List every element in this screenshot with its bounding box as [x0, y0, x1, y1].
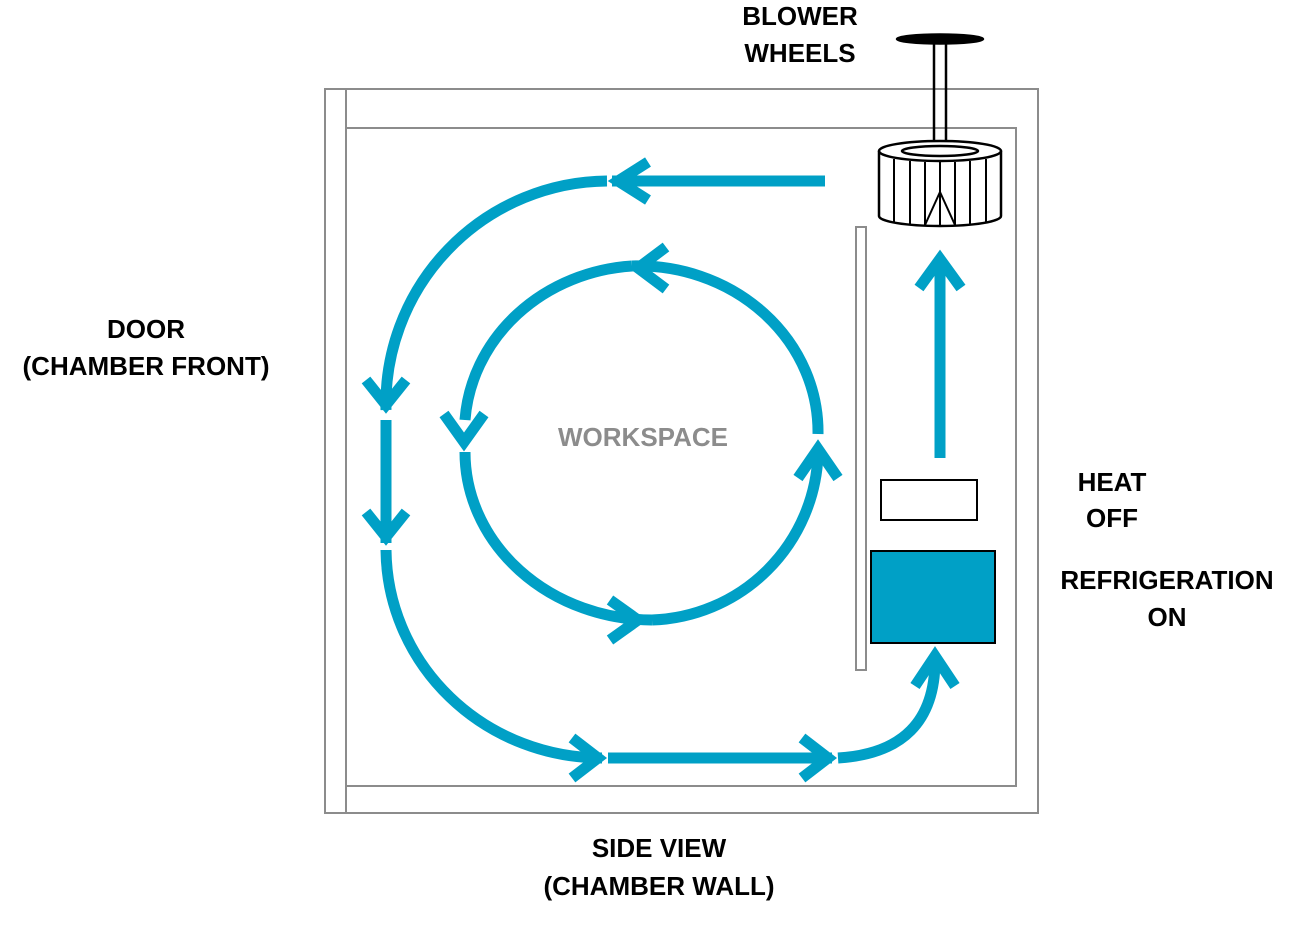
airflow-front-arc — [380, 175, 608, 411]
airflow-front-chevron-1 — [361, 376, 411, 414]
airflow-paths — [361, 157, 966, 783]
baffle-plate — [855, 226, 867, 671]
airflow-inner-right-arc — [651, 454, 824, 626]
airflow-return-arc — [837, 659, 941, 764]
workspace-label: WORKSPACE — [558, 422, 728, 452]
chamber-outline — [324, 88, 1039, 814]
side-view-label-line1: SIDE VIEW — [592, 833, 727, 863]
refrigeration-label-line2: ON — [1148, 602, 1187, 632]
refrigeration-label-line1: REFRIGERATION — [1060, 565, 1273, 595]
blower-top-disk — [895, 33, 985, 45]
side-view-label-line2: (CHAMBER WALL) — [543, 871, 774, 901]
airflow-inner-left-arc — [459, 260, 633, 421]
blower-wheel-hub — [900, 144, 980, 158]
refrigeration-unit — [870, 550, 996, 644]
blower-label-line1: BLOWER — [742, 1, 858, 31]
airflow-riser-chevron — [914, 249, 966, 292]
airflow-bottom-chevron-1 — [568, 733, 608, 783]
airflow-bottom-arc — [380, 549, 603, 764]
door-panel — [324, 88, 347, 814]
airflow-front-chevron-2 — [361, 508, 411, 546]
airflow-inner-top-chevron — [628, 242, 670, 294]
airflow-return-chevron — [910, 646, 960, 690]
door-label-line1: DOOR — [107, 314, 185, 344]
airflow-inner-top-arc — [631, 260, 824, 435]
airflow-bottom-chevron-2 — [798, 733, 838, 783]
blower-label-line2: WHEELS — [744, 38, 855, 68]
heat-label-line2: OFF — [1086, 503, 1138, 533]
blower-wheel-top-rim — [877, 139, 1003, 163]
airflow-top-chevron — [607, 157, 651, 205]
heat-label-line1: HEAT — [1078, 467, 1147, 497]
airflow-inner-left-chevron — [439, 410, 489, 452]
airflow-inner-bottom-arc — [459, 451, 653, 626]
heater-unit — [880, 479, 978, 521]
blower-wheel-blades — [893, 159, 987, 226]
blower-wheel-icon — [877, 33, 1003, 228]
airflow-inner-right-chevron — [793, 439, 843, 482]
door-label-line2: (CHAMBER FRONT) — [23, 351, 270, 381]
airflow-inner-bottom-chevron — [606, 595, 648, 645]
